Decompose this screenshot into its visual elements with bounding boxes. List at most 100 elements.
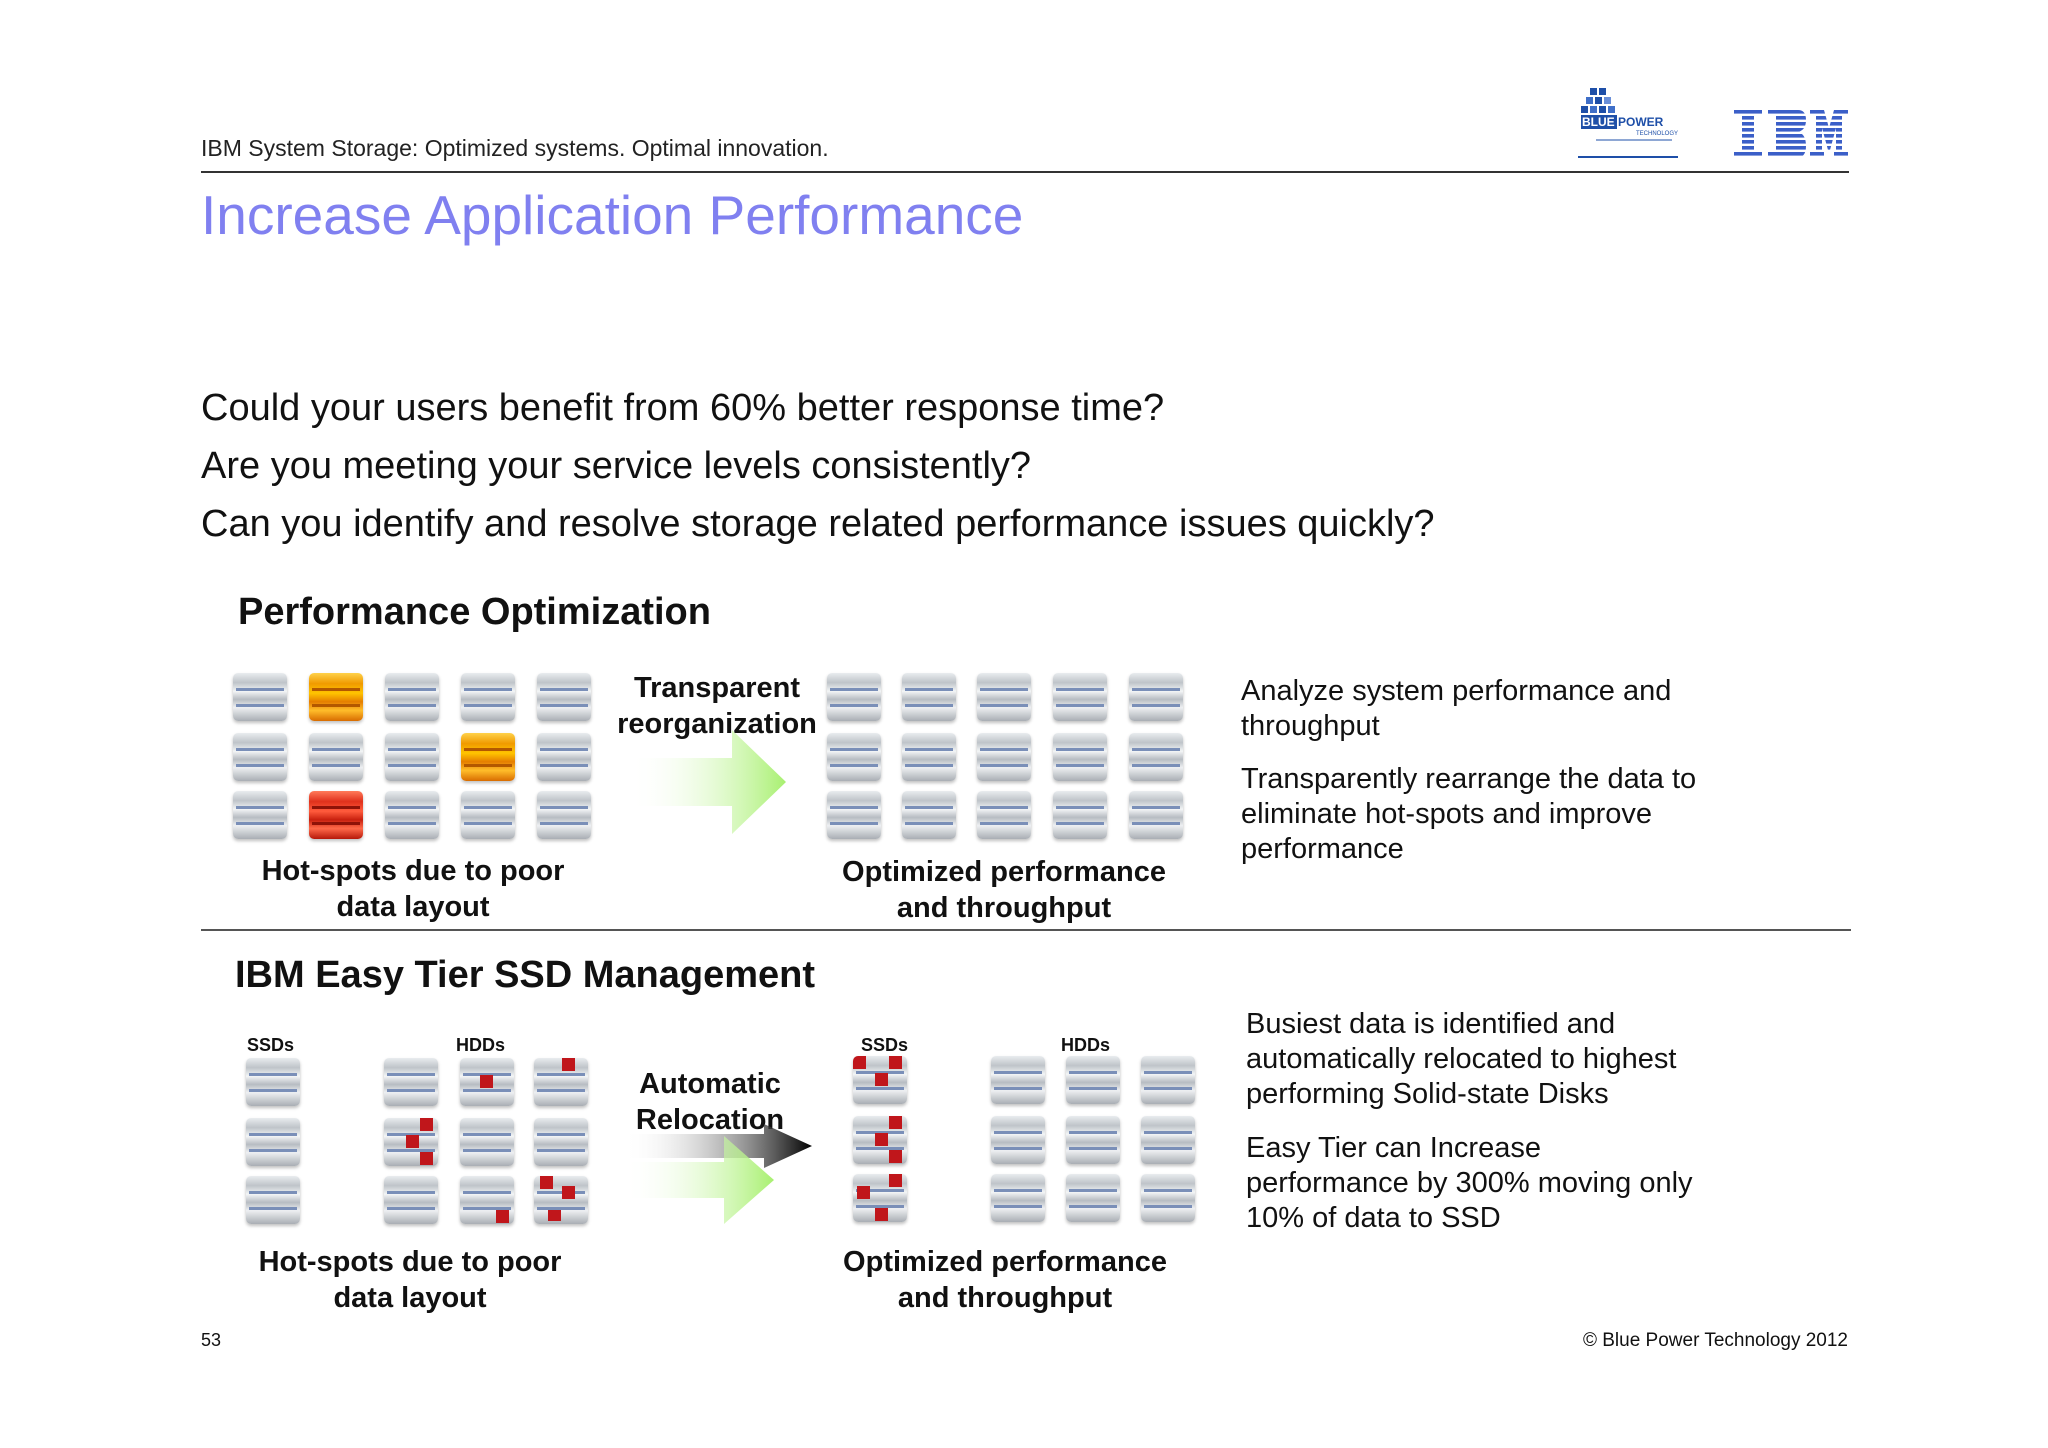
ssd-disk (246, 1176, 300, 1224)
hot-block (562, 1058, 575, 1071)
header-subtitle: IBM System Storage: Optimized systems. O… (201, 135, 829, 162)
description-line: Transparently rearrange the data to (1241, 762, 1696, 797)
section2-description-1: Busiest data is identified and automatic… (1246, 1007, 1676, 1112)
hot-block (875, 1133, 888, 1146)
disk (827, 733, 881, 781)
question-3: Can you identify and resolve storage rel… (201, 503, 1435, 546)
description-line: throughput (1241, 709, 1671, 744)
hdd-disk (1141, 1056, 1195, 1104)
hot-block (562, 1186, 575, 1199)
hot-block (875, 1073, 888, 1086)
hdd-disk (1141, 1174, 1195, 1222)
hdd-disk (991, 1116, 1045, 1164)
ssd-disk (853, 1056, 907, 1104)
hdd-disk (1141, 1116, 1195, 1164)
hot-block (406, 1135, 419, 1148)
optimized-disk-array (827, 673, 1187, 853)
hot-block (889, 1174, 902, 1187)
hdd-disk (534, 1058, 588, 1106)
hot-disk (461, 733, 515, 781)
easy-tier-after-array (853, 1056, 1203, 1226)
bluepower-logo: BLUE POWER TECHNOLOGY (1572, 86, 1690, 166)
hdd-disk (534, 1118, 588, 1166)
caption-line: Hot-spots due to poor (223, 853, 603, 889)
description-line: performing Solid-state Disks (1246, 1077, 1676, 1112)
hot-block (548, 1208, 561, 1221)
disk (1129, 733, 1183, 781)
section1-left-caption: Hot-spots due to poor data layout (223, 853, 603, 925)
caption-line: and throughput (814, 890, 1194, 926)
caption-line: Optimized performance (815, 1244, 1195, 1280)
hot-block (853, 1056, 866, 1069)
disk (1129, 673, 1183, 721)
hdd-disk (534, 1176, 588, 1224)
ssd-label: SSDs (247, 1035, 294, 1056)
question-1: Could your users benefit from 60% better… (201, 387, 1164, 430)
disk (537, 791, 591, 839)
description-line: Easy Tier can Increase (1246, 1131, 1693, 1166)
ssd-disk (853, 1116, 907, 1164)
description-line: performance by 300% moving only (1246, 1166, 1693, 1201)
caption-line: data layout (220, 1280, 600, 1316)
section1-description-2: Transparently rearrange the data to elim… (1241, 762, 1696, 867)
description-line: performance (1241, 832, 1696, 867)
disk (902, 733, 956, 781)
section-performance-optimization-title: Performance Optimization (238, 591, 711, 634)
disk (977, 733, 1031, 781)
hdd-disk (384, 1118, 438, 1166)
disk (1053, 791, 1107, 839)
disk (827, 673, 881, 721)
disk (385, 673, 439, 721)
question-2: Are you meeting your service levels cons… (201, 445, 1031, 488)
disk (537, 733, 591, 781)
section-easy-tier-title: IBM Easy Tier SSD Management (235, 954, 815, 997)
copyright: © Blue Power Technology 2012 (1583, 1330, 1848, 1352)
disk (537, 673, 591, 721)
disk (1053, 673, 1107, 721)
disk (977, 791, 1031, 839)
svg-text:POWER: POWER (1618, 115, 1664, 129)
disk (902, 673, 956, 721)
hot-block (857, 1186, 870, 1199)
ssd-label: SSDs (861, 1035, 908, 1056)
hot-disk (309, 791, 363, 839)
page-number: 53 (201, 1330, 221, 1351)
disk (1129, 791, 1183, 839)
disk (461, 791, 515, 839)
description-line: 10% of data to SSD (1246, 1201, 1693, 1236)
hdd-disk (460, 1118, 514, 1166)
hdd-label: HDDs (456, 1035, 505, 1056)
disk (977, 673, 1031, 721)
disk (902, 791, 956, 839)
disk (1053, 733, 1107, 781)
hdd-disk (384, 1058, 438, 1106)
disk (461, 673, 515, 721)
hot-block (420, 1118, 433, 1131)
disk (309, 733, 363, 781)
section2-left-caption: Hot-spots due to poor data layout (220, 1244, 600, 1316)
hdd-disk (991, 1174, 1045, 1222)
reorganization-arrow-icon (630, 730, 786, 834)
section2-description-2: Easy Tier can Increase performance by 30… (1246, 1131, 1693, 1236)
hotspot-disk-array (233, 673, 593, 853)
hot-block (420, 1152, 433, 1165)
ibm-logo-graphic (1734, 110, 1848, 158)
easy-tier-before-array (246, 1058, 596, 1228)
ssd-disk (853, 1174, 907, 1222)
hdd-label: HDDs (1061, 1035, 1110, 1056)
hot-block (875, 1208, 888, 1221)
hdd-disk (991, 1056, 1045, 1104)
hdd-disk (1066, 1056, 1120, 1104)
hdd-disk (460, 1058, 514, 1106)
caption-line: data layout (223, 889, 603, 925)
svg-text:TECHNOLOGY: TECHNOLOGY (1636, 131, 1678, 137)
hot-block (496, 1210, 509, 1223)
hot-block (889, 1116, 902, 1129)
section2-right-caption: Optimized performance and throughput (815, 1244, 1195, 1316)
hot-block (540, 1176, 553, 1189)
section-divider (201, 929, 1851, 931)
hdd-disk (1066, 1174, 1120, 1222)
arrow-label-line: Automatic (610, 1066, 810, 1102)
ssd-disk (246, 1058, 300, 1106)
description-line: automatically relocated to highest (1246, 1042, 1676, 1077)
